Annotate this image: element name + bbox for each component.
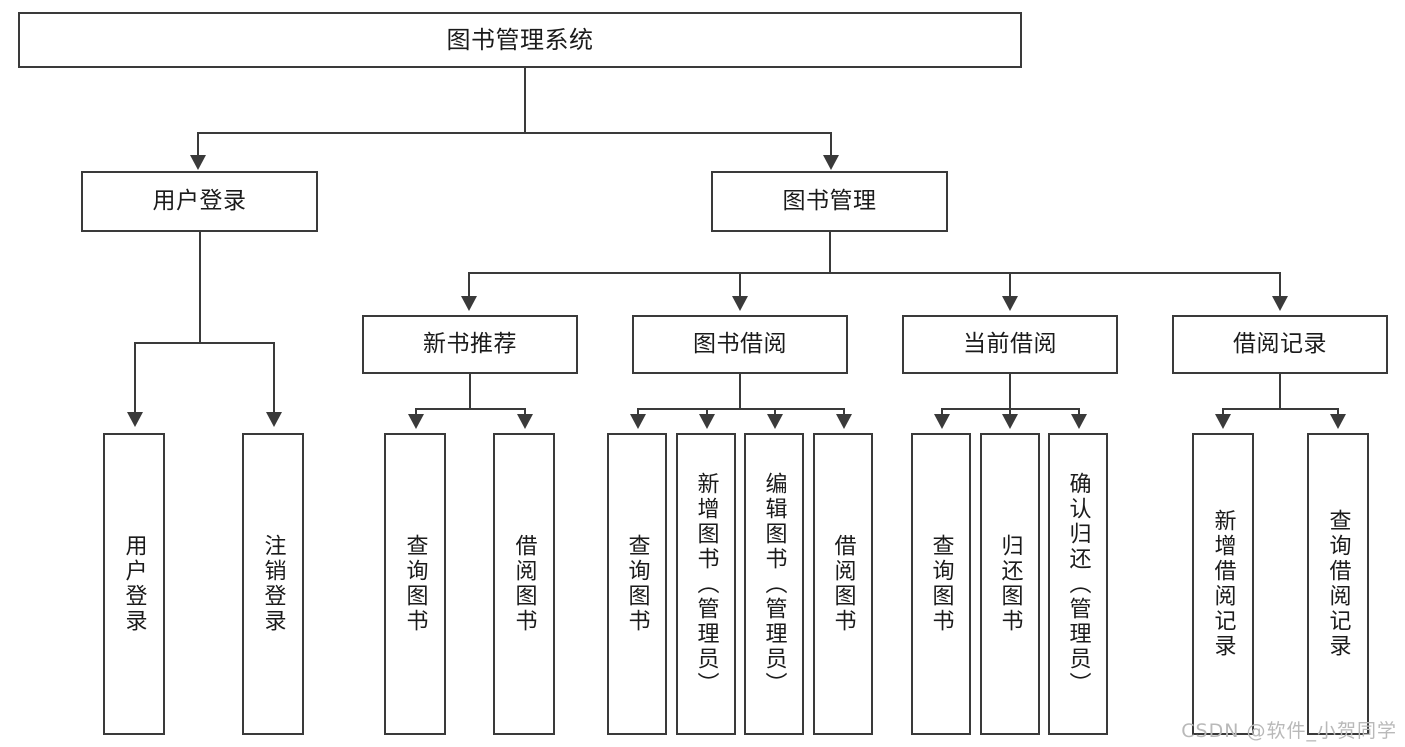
- node-label: 查询图书: [624, 534, 650, 634]
- connector-drop-leaf-user-login: [134, 342, 136, 414]
- connector-book-manage-stem: [829, 232, 831, 272]
- arrowhead-leaf-confirm-return: [1071, 414, 1087, 429]
- node-current-borrow[interactable]: 当前借阅: [902, 315, 1118, 374]
- node-label: 借阅图书: [830, 534, 856, 634]
- leaf-query-book-1[interactable]: 查询图书: [384, 433, 446, 735]
- connector-user-login-bus: [134, 342, 275, 344]
- leaf-logout[interactable]: 注销登录: [242, 433, 304, 735]
- arrowhead-leaf-edit-book: [767, 414, 783, 429]
- leaf-borrow-book-2[interactable]: 借阅图书: [813, 433, 873, 735]
- connector-drop-leaf-query-book-1: [415, 408, 417, 416]
- node-book-manage[interactable]: 图书管理: [711, 171, 948, 232]
- connector-level2-bus: [197, 132, 830, 134]
- arrowhead-borrow-record: [1272, 296, 1288, 311]
- connector-drop-user-login: [197, 132, 199, 157]
- node-new-book-recommend[interactable]: 新书推荐: [362, 315, 578, 374]
- arrowhead-book-borrow: [732, 296, 748, 311]
- leaf-user-login[interactable]: 用户登录: [103, 433, 165, 735]
- connector-drop-leaf-query-record: [1337, 408, 1339, 416]
- arrowhead-leaf-user-login: [127, 412, 143, 427]
- node-label: 新增借阅记录: [1210, 509, 1236, 659]
- connector-drop-current-borrow: [1009, 272, 1011, 298]
- node-label: 图书管理: [782, 187, 877, 214]
- connector-book-borrow-stem: [739, 374, 741, 408]
- node-label: 图书借阅: [693, 330, 787, 357]
- connector-new-book-rec-bus: [415, 408, 525, 410]
- arrowhead-leaf-logout: [266, 412, 282, 427]
- arrowhead-user-login: [190, 155, 206, 170]
- connector-root-stem: [524, 68, 526, 132]
- node-label: 编辑图书（管理员）: [761, 471, 787, 697]
- leaf-query-book-3[interactable]: 查询图书: [911, 433, 971, 735]
- arrowhead-leaf-add-book: [699, 414, 715, 429]
- arrowhead-leaf-add-record: [1215, 414, 1231, 429]
- arrowhead-leaf-borrow-book-1: [517, 414, 533, 429]
- node-label: 借阅图书: [511, 534, 537, 634]
- leaf-edit-book-admin[interactable]: 编辑图书（管理员）: [744, 433, 804, 735]
- leaf-add-borrow-record[interactable]: 新增借阅记录: [1192, 433, 1254, 735]
- node-label: 用户登录: [121, 534, 147, 634]
- arrowhead-leaf-borrow-book-2: [836, 414, 852, 429]
- leaf-query-borrow-record[interactable]: 查询借阅记录: [1307, 433, 1369, 735]
- node-label: 查询借阅记录: [1325, 509, 1351, 659]
- node-label: 注销登录: [260, 534, 286, 634]
- leaf-confirm-return-admin[interactable]: 确认归还（管理员）: [1048, 433, 1108, 735]
- arrowhead-leaf-query-book-3: [934, 414, 950, 429]
- node-label: 确认归还（管理员）: [1065, 471, 1091, 697]
- connector-new-book-rec-stem: [469, 374, 471, 408]
- connector-drop-leaf-borrow-book-1: [524, 408, 526, 416]
- arrowhead-leaf-return-book: [1002, 414, 1018, 429]
- node-label: 查询图书: [928, 534, 954, 634]
- connector-drop-leaf-borrow-book-2: [843, 408, 845, 416]
- node-borrow-record[interactable]: 借阅记录: [1172, 315, 1388, 374]
- node-root-system[interactable]: 图书管理系统: [18, 12, 1022, 68]
- connector-drop-leaf-logout: [273, 342, 275, 414]
- connector-drop-leaf-add-record: [1222, 408, 1224, 416]
- leaf-return-book[interactable]: 归还图书: [980, 433, 1040, 735]
- connector-current-borrow-stem: [1009, 374, 1011, 408]
- connector-borrow-record-stem: [1279, 374, 1281, 408]
- arrowhead-leaf-query-book-2: [630, 414, 646, 429]
- connector-drop-book-manage: [830, 132, 832, 157]
- connector-book-borrow-bus: [637, 408, 843, 410]
- connector-borrow-record-bus: [1222, 408, 1337, 410]
- node-label: 用户登录: [152, 187, 247, 214]
- node-label: 图书管理系统: [446, 25, 594, 54]
- connector-drop-borrow-record: [1279, 272, 1281, 298]
- leaf-query-book-2[interactable]: 查询图书: [607, 433, 667, 735]
- connector-drop-leaf-query-book-2: [637, 408, 639, 416]
- connector-drop-new-book-rec: [468, 272, 470, 298]
- arrowhead-current-borrow: [1002, 296, 1018, 311]
- node-label: 借阅记录: [1233, 330, 1327, 357]
- arrowhead-new-book-rec: [461, 296, 477, 311]
- connector-level3-bus: [468, 272, 1279, 274]
- node-label: 查询图书: [402, 534, 428, 634]
- node-user-login[interactable]: 用户登录: [81, 171, 318, 232]
- leaf-add-book-admin[interactable]: 新增图书（管理员）: [676, 433, 736, 735]
- arrowhead-leaf-query-record: [1330, 414, 1346, 429]
- node-label: 新书推荐: [423, 330, 517, 357]
- connector-user-login-stem: [199, 232, 201, 342]
- connector-drop-book-borrow: [739, 272, 741, 298]
- node-book-borrow[interactable]: 图书借阅: [632, 315, 848, 374]
- node-label: 新增图书（管理员）: [693, 471, 719, 697]
- connector-drop-leaf-edit-book: [774, 408, 776, 416]
- arrowhead-leaf-query-book-1: [408, 414, 424, 429]
- arrowhead-book-manage: [823, 155, 839, 170]
- node-label: 归还图书: [997, 534, 1023, 634]
- connector-drop-leaf-add-book: [706, 408, 708, 416]
- leaf-borrow-book-1[interactable]: 借阅图书: [493, 433, 555, 735]
- connector-drop-leaf-query-book-3: [941, 408, 943, 416]
- node-label: 当前借阅: [963, 330, 1057, 357]
- connector-drop-leaf-return-book: [1009, 408, 1011, 416]
- connector-drop-leaf-confirm-return: [1078, 408, 1080, 416]
- watermark-text: CSDN @软件_小贺同学: [1181, 720, 1397, 742]
